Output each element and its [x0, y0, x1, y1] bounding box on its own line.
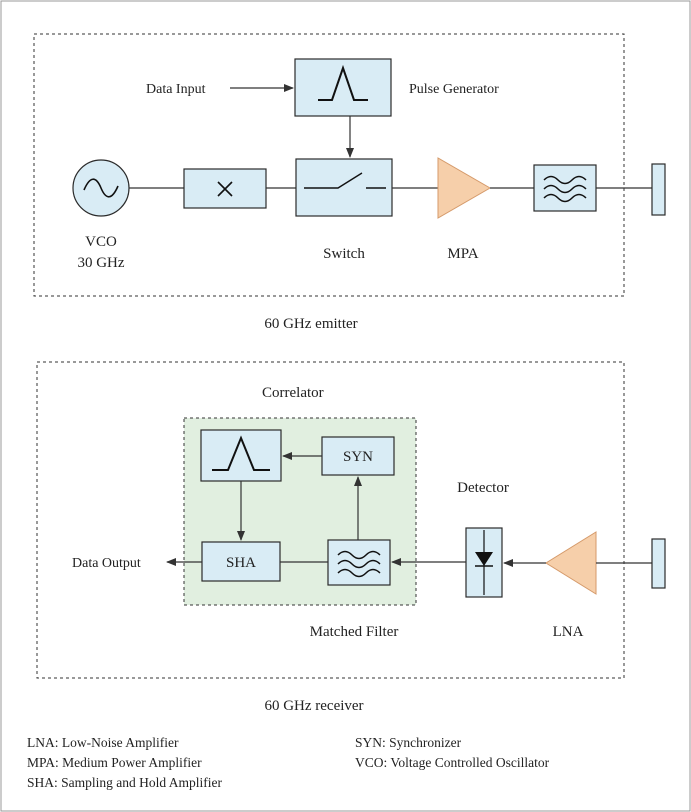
legend-lna: LNA: Low-Noise Amplifier	[27, 735, 179, 750]
matched-filter-label: Matched Filter	[310, 624, 399, 640]
bandpass-filter-block	[533, 164, 597, 212]
detector-label: Detector	[457, 480, 509, 496]
legend-syn: SYN: Synchronizer	[355, 735, 462, 750]
receiver-caption: 60 GHz receiver	[264, 698, 363, 714]
pulse-generator-label: Pulse Generator	[409, 82, 499, 97]
template-pulse-icon	[212, 435, 270, 471]
emitter-boundary	[33, 33, 625, 297]
data-output-label: Data Output	[72, 556, 141, 571]
mpa-label: MPA	[447, 246, 478, 262]
emitter-antenna-icon	[651, 163, 666, 216]
matched-filter-icon	[337, 550, 381, 578]
switch-label: Switch	[323, 246, 365, 262]
sine-wave-icon	[83, 178, 119, 198]
sha-block	[201, 541, 281, 582]
receiver-boundary	[36, 361, 625, 679]
legend-mpa: MPA: Medium Power Amplifier	[27, 755, 202, 770]
filter-icon	[543, 175, 587, 203]
correlator-label: Correlator	[262, 385, 324, 401]
vco-frequency-label: 30 GHz	[77, 255, 124, 271]
legend-sha: SHA: Sampling and Hold Amplifier	[27, 775, 222, 790]
multiply-icon	[217, 181, 233, 197]
sha-label: SHA	[226, 555, 256, 571]
lna-amplifier-icon	[545, 531, 597, 595]
lna-label: LNA	[553, 624, 584, 640]
syn-label: SYN	[343, 449, 373, 465]
receiver-antenna-icon	[651, 538, 666, 589]
mpa-amplifier-icon	[437, 157, 492, 219]
diode-icon	[475, 530, 493, 595]
data-input-label: Data Input	[146, 82, 206, 97]
switch-icon	[304, 172, 386, 189]
legend-vco: VCO: Voltage Controlled Oscillator	[355, 755, 550, 770]
vco-label: VCO	[85, 234, 117, 250]
pulse-icon	[318, 64, 368, 101]
matched-filter-block	[327, 539, 391, 586]
emitter-caption: 60 GHz emitter	[264, 316, 357, 332]
